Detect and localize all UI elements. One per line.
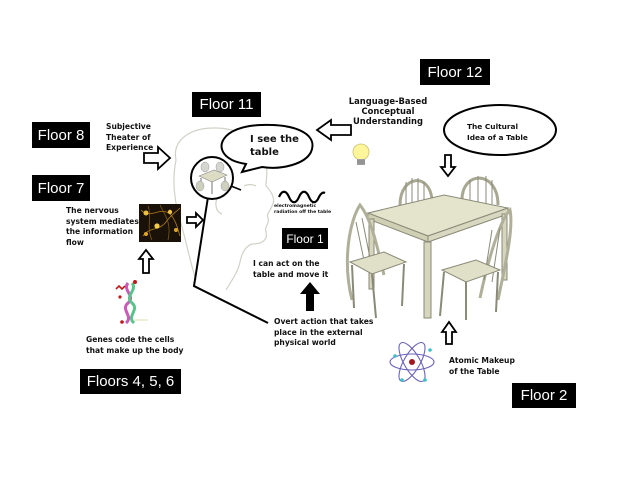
dna-helix-image bbox=[115, 280, 148, 325]
subjective-right-arrow-icon bbox=[143, 144, 172, 172]
floor-12-label: Floor 12 bbox=[420, 59, 490, 85]
front-chair-right bbox=[439, 206, 513, 320]
nervous-right-arrow-icon bbox=[186, 210, 205, 230]
floor-1-label: Floor 1 bbox=[282, 228, 328, 249]
i-see-speech-bubble bbox=[220, 123, 314, 174]
i-see-bubble-text: I see the table bbox=[250, 134, 299, 158]
cultural-idea-bubble bbox=[443, 104, 557, 156]
table-with-chairs-image bbox=[345, 176, 513, 320]
action-up-arrow-icon bbox=[300, 282, 320, 311]
act-on-table-caption: I can act on the table and move it bbox=[253, 259, 329, 279]
subjective-caption: Subjective Theater of Experience bbox=[106, 122, 154, 152]
language-left-arrow-icon bbox=[315, 118, 352, 142]
nervous-caption: The nervous system mediates the informat… bbox=[66, 206, 139, 247]
mini-table-icon bbox=[195, 161, 230, 194]
genes-up-arrow-icon bbox=[137, 248, 155, 274]
floor-7-label: Floor 7 bbox=[32, 175, 90, 201]
eye bbox=[243, 183, 257, 187]
cultural-bubble-text: The Cultural Idea of a Table bbox=[467, 122, 528, 142]
overt-action-caption: Overt action that takes place in the ext… bbox=[274, 317, 374, 347]
atomic-up-arrow-icon bbox=[440, 320, 458, 345]
lightbulb-icon bbox=[352, 143, 370, 165]
em-wave-icon bbox=[277, 190, 326, 204]
mind-circle-connector bbox=[230, 185, 242, 191]
cultural-down-arrow-icon bbox=[439, 154, 457, 178]
floor-11-label: Floor 11 bbox=[192, 92, 261, 117]
em-radiation-caption: electromagnetic radiation off the table bbox=[274, 204, 332, 215]
atomic-caption: Atomic Makeup of the Table bbox=[449, 356, 515, 376]
language-caption: Language-Based Conceptual Understanding bbox=[348, 96, 428, 126]
front-chair-left bbox=[345, 202, 408, 319]
back-chair-left bbox=[398, 178, 434, 206]
atom-model-image bbox=[389, 341, 435, 383]
mind-circle bbox=[190, 156, 234, 200]
floor-8-label: Floor 8 bbox=[32, 122, 90, 148]
neuron-network-image bbox=[139, 204, 181, 242]
floors-4-5-6-label: Floors 4, 5, 6 bbox=[80, 369, 181, 394]
back-chair-right bbox=[460, 176, 500, 206]
genes-caption: Genes code the cells that make up the bo… bbox=[86, 335, 184, 355]
floor-2-label: Floor 2 bbox=[512, 383, 576, 408]
mind-to-action-line bbox=[192, 196, 269, 324]
